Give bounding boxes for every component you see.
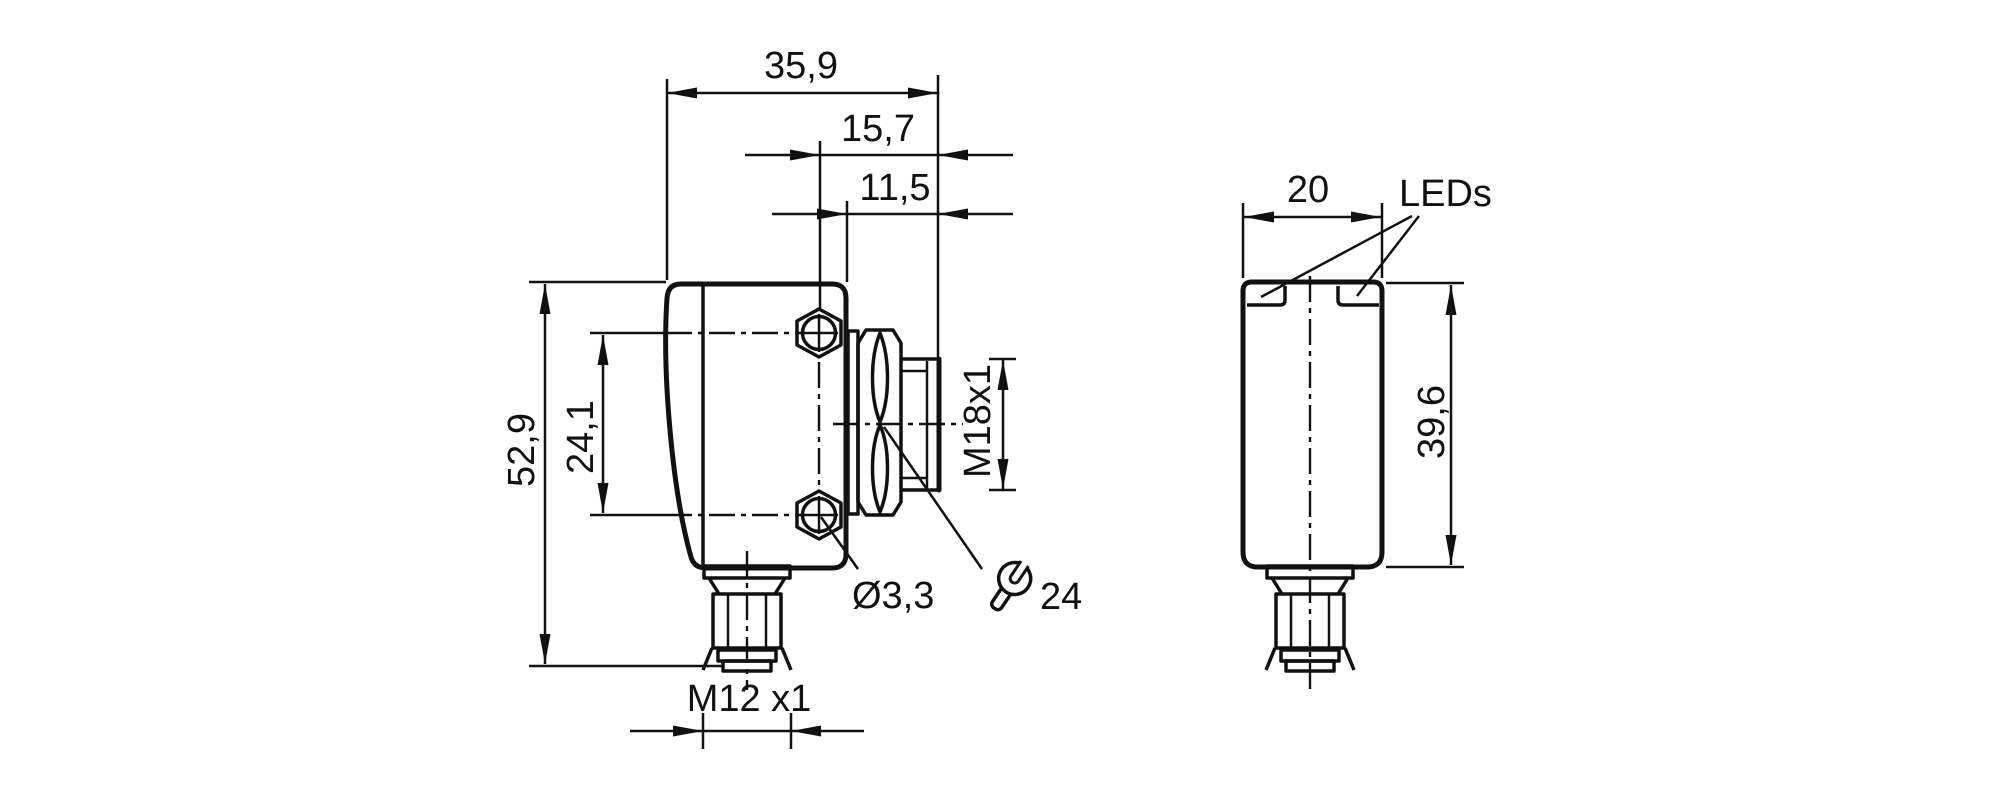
arrowhead [667, 87, 697, 99]
side-view: 35,9 15,7 11,5 52,9 [501, 45, 1082, 749]
arrowhead [1445, 535, 1457, 565]
dim-overall-height: 52,9 [501, 280, 723, 668]
dim-tip-to-hole-label: 15,7 [841, 108, 915, 150]
dim-overall-height-label: 52,9 [501, 413, 543, 487]
dim-front-height-label: 39,6 [1411, 385, 1453, 459]
led-label: LEDs [1399, 173, 1492, 215]
screw-hex [795, 307, 843, 359]
leader-line [1356, 215, 1420, 297]
arrowhead [938, 149, 968, 161]
arrowhead [1351, 211, 1381, 223]
mounting-screw-top [795, 307, 843, 359]
barrel-nut-facet-upper [870, 331, 890, 424]
screw-hex [795, 489, 843, 541]
dim-hole-spacing-label: 24,1 [560, 400, 602, 474]
front-housing-outline [1240, 279, 1385, 570]
dim-connector-thread: M12 x1 [630, 678, 864, 749]
connector-thread-label: M12 x1 [687, 678, 812, 720]
barrel-nut-facet-lower [870, 423, 890, 514]
arrowhead [938, 208, 968, 220]
callout-hole-diameter: Ø3,3 [819, 516, 934, 617]
arrowhead [539, 634, 551, 664]
dim-front-width: 20 [1241, 169, 1384, 278]
callout-wrench-size: 24 [882, 426, 1082, 618]
wrench-jaw-bottom [1008, 575, 1020, 585]
front-view: 20 39,6 LEDs [1240, 169, 1492, 692]
dim-tip-to-hole: 15,7 [745, 108, 1013, 309]
leader-line [819, 516, 860, 570]
led-recess-right [1336, 286, 1379, 307]
mounting-screw-bottom [795, 489, 843, 541]
arrowhead [997, 360, 1009, 390]
arrowhead [817, 208, 847, 220]
wrench-jaw-left [1009, 560, 1023, 577]
arrowhead [997, 459, 1009, 489]
callout-leds: LEDs [1260, 173, 1492, 299]
dim-front-height: 39,6 [1386, 281, 1464, 569]
connector-taper-left [707, 577, 721, 595]
connector-flare-right [780, 647, 793, 671]
wrench-jaw-gap [1010, 557, 1031, 582]
wrench-jaw-right [1017, 565, 1030, 582]
arrowhead [597, 483, 609, 513]
arrowhead [597, 335, 609, 365]
arrowhead [1244, 211, 1274, 223]
housing-outline [663, 281, 849, 571]
leader-line [1260, 214, 1413, 299]
barrel-nut-outline [856, 328, 903, 517]
dim-front-width-label: 20 [1287, 169, 1329, 211]
arrowhead [790, 149, 820, 161]
arrowhead [908, 87, 938, 99]
wrench-size-label: 24 [1040, 576, 1082, 618]
arrowhead [1445, 285, 1457, 315]
side-view-centerlines [666, 331, 963, 690]
dim-overall-width-label: 35,9 [764, 45, 838, 87]
arrowhead [791, 725, 821, 737]
hole-diameter-label: Ø3,3 [852, 575, 934, 617]
dim-overall-width: 35,9 [665, 45, 940, 359]
connector-taper-right [773, 577, 787, 595]
arrowhead [673, 725, 703, 737]
dim-hole-spacing: 24,1 [560, 331, 666, 517]
lens-thread-label: M18x1 [957, 364, 999, 478]
arrowhead [539, 284, 551, 314]
led-recess-left [1247, 286, 1287, 307]
dim-lens-thread: M18x1 [957, 357, 1016, 492]
dim-barrel-protrusion: 11,5 [772, 167, 1013, 282]
dim-barrel-protrusion-label: 11,5 [859, 167, 930, 209]
wrench-icon [989, 557, 1033, 612]
leader-line [882, 426, 984, 570]
